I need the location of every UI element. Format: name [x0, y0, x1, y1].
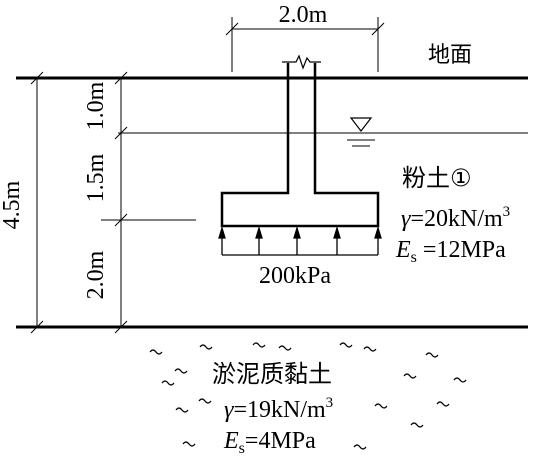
- footing: [220, 54, 380, 228]
- depth-dimensions: [30, 71, 196, 334]
- layer2-modulus: Es=4MPa: [223, 428, 316, 457]
- width-dimension: 2.0m: [225, 2, 385, 72]
- depth-label-1: 1.0m: [83, 81, 109, 130]
- layer2-name: 淤泥质黏土: [212, 360, 332, 388]
- total-depth-label: 4.5m: [0, 180, 25, 229]
- layer1-unit-weight: γ=20kN/m3: [401, 204, 510, 232]
- soft-soil-hatch-icon: [149, 342, 467, 450]
- layer1-modulus: Es =12MPa: [395, 237, 506, 266]
- pressure-label: 200kPa: [259, 263, 331, 289]
- layer1-name: 粉土①: [402, 164, 472, 192]
- load-arrow-icon: [218, 225, 382, 256]
- width-label: 2.0m: [279, 2, 328, 28]
- depth-label-3: 2.0m: [83, 250, 109, 299]
- water-table-icon: [347, 117, 375, 147]
- layer2-unit-weight: γ=19kN/m3: [224, 395, 333, 423]
- depth-label-2: 1.5m: [83, 153, 109, 202]
- break-line-icon: [282, 54, 321, 70]
- ground-label: 地面: [428, 43, 472, 68]
